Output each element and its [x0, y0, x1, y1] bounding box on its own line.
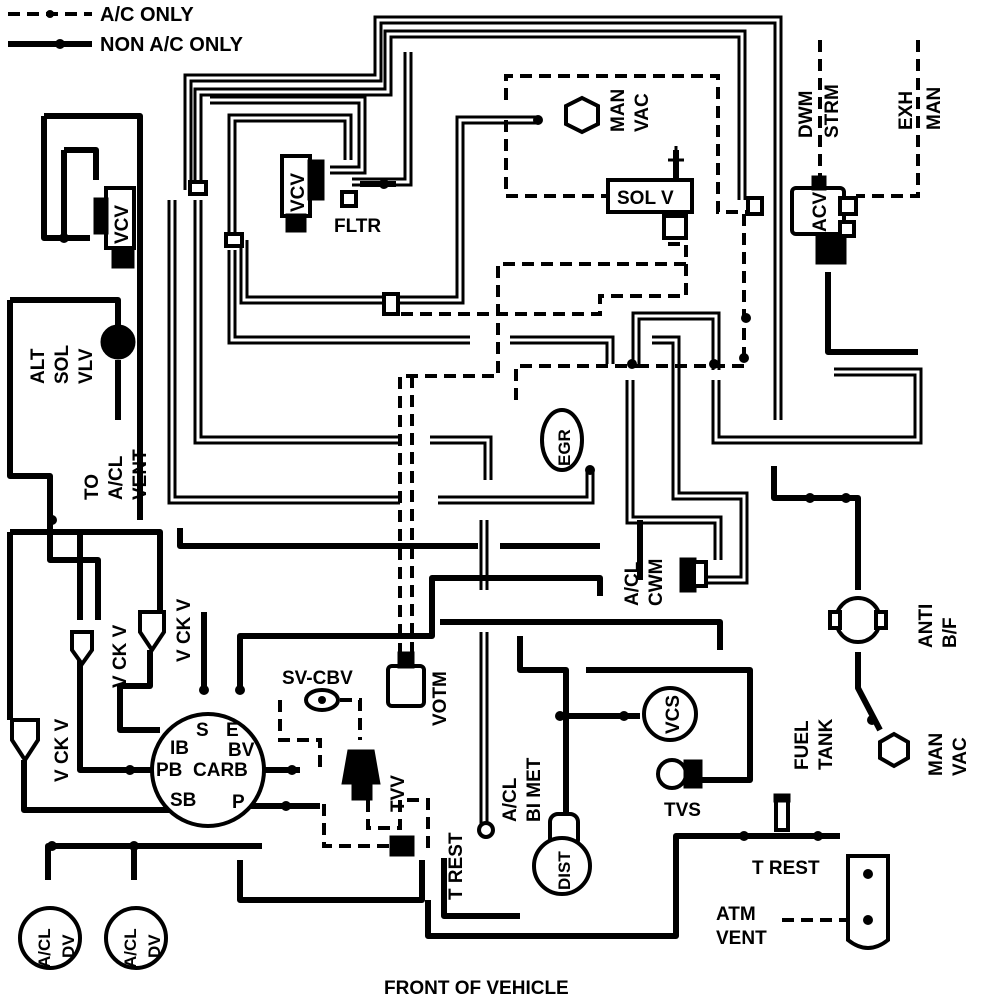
vcv-left: VCV	[93, 186, 136, 269]
tvv-label: TVV	[388, 775, 409, 812]
air-cleaner-duct-valve-2: A/CL DV	[104, 906, 168, 970]
dist-label: DIST	[555, 851, 574, 890]
tvs-label: TVS	[664, 800, 701, 821]
hose-network-ac-only	[278, 40, 920, 922]
egr-valve: EGR	[540, 408, 584, 472]
v-ck-v-label-1: V CK V	[110, 624, 131, 688]
solenoid-valve: SOL V	[606, 146, 694, 240]
acl-bimet-label-1: A/CL	[500, 777, 521, 822]
to-acl-vent-label-1: TO	[82, 474, 103, 500]
acv-label: ACV	[810, 192, 831, 232]
vacuum-check-valve-2: V CK V	[138, 598, 195, 662]
vacuum-control-switch: VCS	[642, 686, 698, 742]
carb-port-e: E	[226, 720, 239, 741]
man-vac-bottom-label-2: VAC	[950, 737, 971, 776]
carb-port-s: S	[196, 720, 209, 741]
acl-dv-1-label-b: DV	[59, 934, 78, 958]
alt-sol-vlv-label-2: SOL	[52, 345, 73, 384]
thermal-vacuum-valve: TVV	[341, 749, 409, 812]
atm-vent-label-2: VENT	[716, 928, 767, 949]
sv-cbv-valve: SV-CBV	[282, 668, 353, 712]
vacuum-check-valve-1: V CK V	[70, 624, 131, 688]
exh-label: EXH	[896, 91, 917, 130]
hose-network-double	[167, 15, 923, 830]
sv-cbv-label: SV-CBV	[282, 668, 353, 689]
fuel-tank-port: FUEL TANK	[773, 718, 837, 832]
anti-backfire-valve: ANTI B/F	[828, 596, 961, 648]
vacuum-check-valve-3: V CK V	[10, 718, 73, 782]
to-acl-vent-label-3: VENT	[130, 449, 151, 500]
acl-dv-2-label-a: A/CL	[121, 928, 140, 968]
strm-label: STRM	[822, 84, 843, 138]
egr-label: EGR	[555, 429, 574, 466]
acl-cwm-label-1: A/CL	[622, 561, 643, 606]
legend-ac-only-label: A/C ONLY	[100, 4, 194, 26]
man-vac-bottom-label-1: MAN	[926, 733, 947, 776]
manifold-vacuum-port-top: MAN VAC	[564, 89, 653, 135]
legend-non-ac-only-label: NON A/C ONLY	[100, 34, 244, 56]
legend: A/C ONLY NON A/C ONLY	[8, 4, 244, 56]
alt-solenoid-valve: ALT SOL VLV	[28, 324, 136, 384]
front-of-vehicle-label: FRONT OF VEHICLE	[384, 978, 569, 996]
fuel-tank-label-2: TANK	[816, 718, 837, 770]
carb-port-sb: SB	[170, 790, 196, 811]
distributor: DIST	[532, 812, 592, 896]
dwm-label: DWM	[796, 91, 817, 138]
anti-bf-label-2: B/F	[940, 617, 961, 648]
man-vac-top-label-2: VAC	[632, 93, 653, 132]
to-acl-vent-label-2: A/CL	[106, 455, 127, 500]
votm-motor: VOTM	[386, 651, 451, 726]
tee-fitting	[188, 180, 208, 196]
carb-port-p: P	[232, 792, 245, 813]
man-vac-top-label-1: MAN	[608, 89, 629, 132]
carburetor: CARB S E IB BV PB SB P	[150, 712, 266, 828]
carb-port-ib: IB	[170, 738, 189, 759]
vcs-label: VCS	[663, 695, 684, 734]
alt-sol-vlv-label-3: VLV	[76, 348, 97, 384]
v-ck-v-label-3: V CK V	[52, 718, 73, 782]
v-ck-v-label-2: V CK V	[174, 598, 195, 662]
votm-label: VOTM	[430, 671, 451, 726]
tee-fitting	[746, 196, 764, 216]
vcv-middle: VCV FLTR	[280, 154, 381, 237]
t-restrictor-left: T REST	[389, 832, 467, 900]
atm-vent-label-1: ATM	[716, 904, 756, 925]
tee-fitting	[382, 292, 400, 316]
hose-junction-dots	[47, 115, 877, 851]
sol-v-label: SOL V	[617, 188, 674, 209]
t-rest-right-label: T REST	[752, 858, 820, 879]
acl-dv-1-label-a: A/CL	[35, 928, 54, 968]
air-cleaner-cold-weather-modulator: A/CL CWM	[622, 557, 708, 606]
hose-network-non-ac	[7, 113, 918, 939]
t-rest-left-label: T REST	[446, 832, 467, 900]
acl-bimet-label-2: BI MET	[524, 757, 545, 822]
t-restrictor-right: T REST	[752, 854, 890, 950]
carb-label: CARB	[193, 760, 248, 781]
alt-sol-vlv-label-1: ALT	[28, 348, 49, 384]
man-label: MAN	[924, 87, 945, 130]
acl-cwm-label-2: CWM	[646, 559, 667, 606]
vcv-middle-label: VCV	[288, 173, 309, 212]
fuel-tank-label-1: FUEL	[792, 720, 813, 770]
carb-port-bv: BV	[228, 740, 255, 761]
anti-bf-label-1: ANTI	[916, 604, 937, 648]
acv-valve: ACV	[790, 175, 858, 265]
acl-dv-2-label-b: DV	[145, 934, 164, 958]
fltr-label: FLTR	[334, 216, 381, 237]
vcv-left-label: VCV	[112, 205, 133, 244]
air-cleaner-duct-valve-1: A/CL DV	[18, 906, 82, 970]
manifold-vacuum-port-bottom: MAN VAC	[878, 731, 971, 776]
carb-port-pb: PB	[156, 760, 182, 781]
tee-fitting	[224, 232, 244, 248]
temperature-vacuum-switch: TVS	[656, 758, 703, 821]
air-cleaner-bimetal-sensor: A/CL BI MET	[477, 757, 545, 839]
